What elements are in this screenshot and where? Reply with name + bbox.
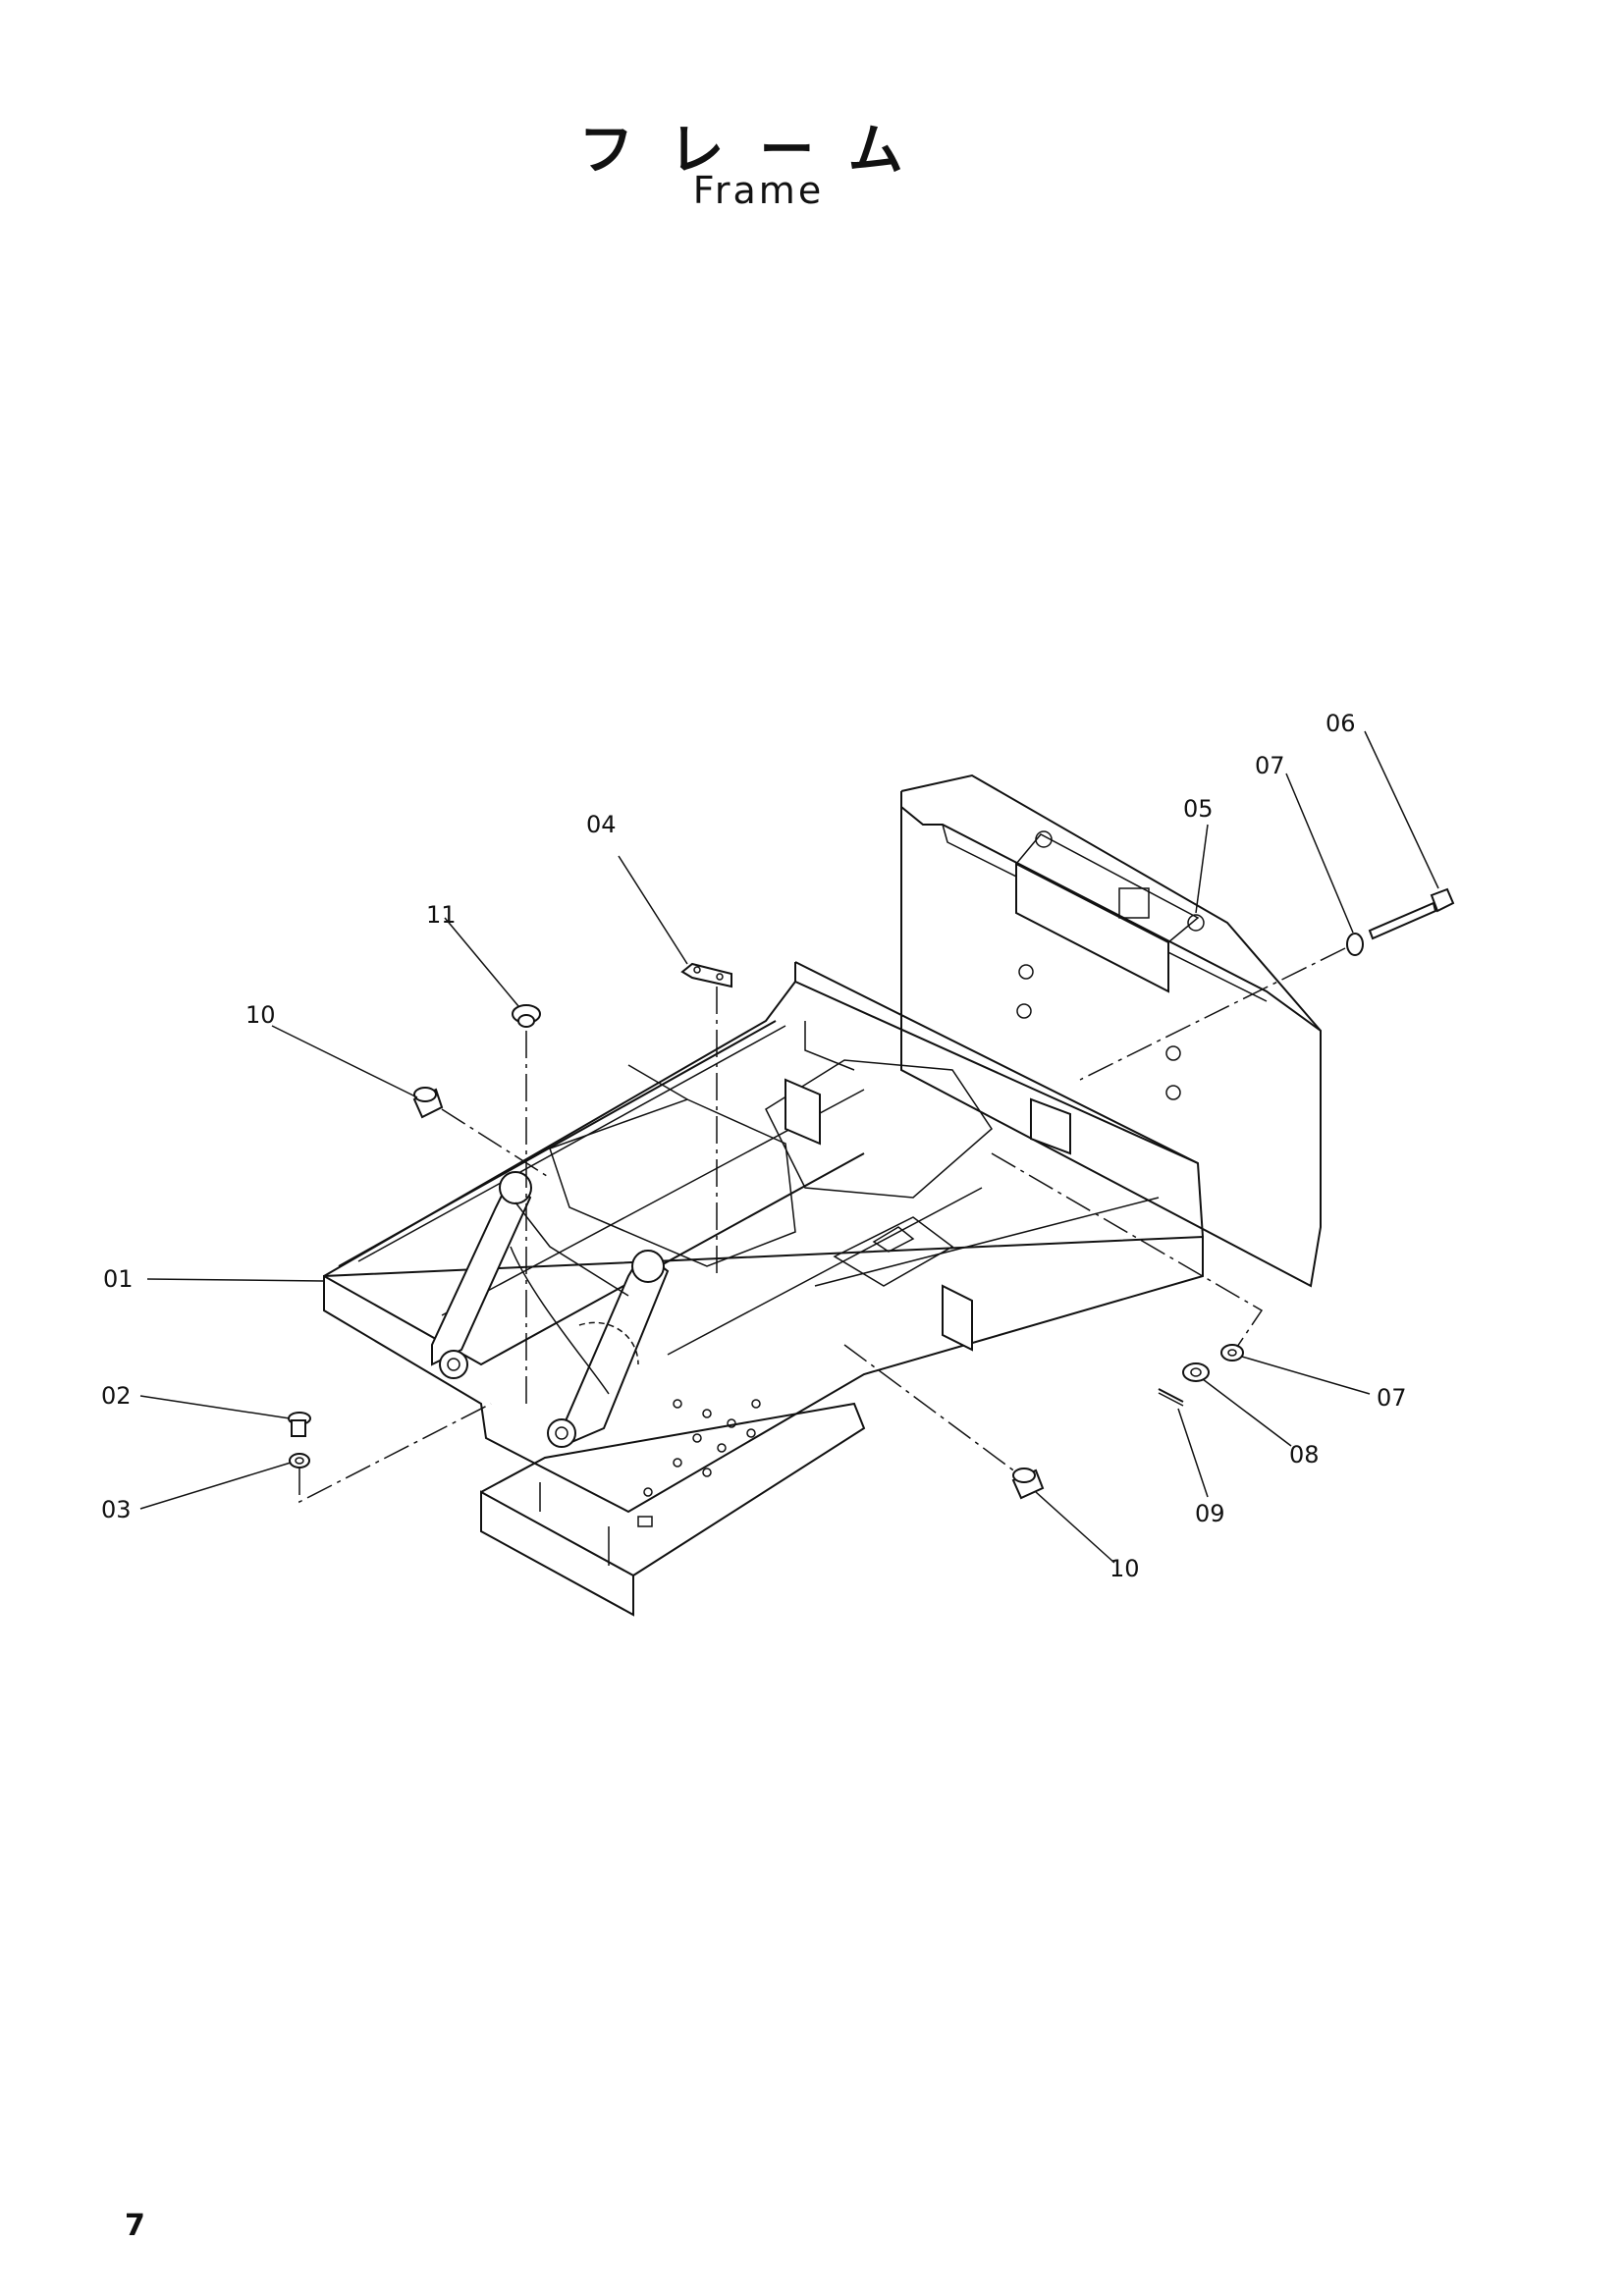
- page-title-english: Frame: [692, 169, 825, 212]
- assembly-centerlines: [298, 947, 1346, 1504]
- callout-01: 01: [103, 1265, 134, 1293]
- callout-06: 06: [1325, 710, 1356, 737]
- callout-08: 08: [1289, 1441, 1320, 1468]
- bolt-06: [1368, 887, 1455, 940]
- pin-04: [680, 962, 732, 988]
- callout-09: 09: [1195, 1500, 1225, 1527]
- nut-08: [1182, 1362, 1210, 1382]
- callout-07-upper: 07: [1255, 752, 1285, 779]
- callout-04: 04: [586, 811, 617, 838]
- bushing-10-right: [1011, 1468, 1045, 1500]
- page-title-japanese: フレーム: [578, 119, 939, 183]
- bushing-10-left: [412, 1087, 444, 1119]
- callout-05: 05: [1183, 795, 1214, 823]
- callout-03: 03: [101, 1496, 132, 1523]
- page-number: 7: [125, 2209, 145, 2243]
- callout-10-right: 10: [1109, 1555, 1140, 1582]
- leader-lines: [139, 730, 1439, 1564]
- cap-11: [512, 1004, 541, 1028]
- counterweight-panel: [900, 774, 1322, 1288]
- washer-07-lower: [1220, 1344, 1244, 1362]
- callout-10-left: 10: [245, 1001, 276, 1029]
- callout-07-lower: 07: [1377, 1384, 1407, 1412]
- washer-07-upper: [1346, 933, 1364, 956]
- callout-02: 02: [101, 1382, 132, 1410]
- washer-03: [289, 1453, 310, 1468]
- main-frame: [323, 961, 1204, 1617]
- callout-11: 11: [426, 901, 457, 929]
- bolt-02: [288, 1412, 311, 1437]
- pin-09: [1158, 1388, 1184, 1407]
